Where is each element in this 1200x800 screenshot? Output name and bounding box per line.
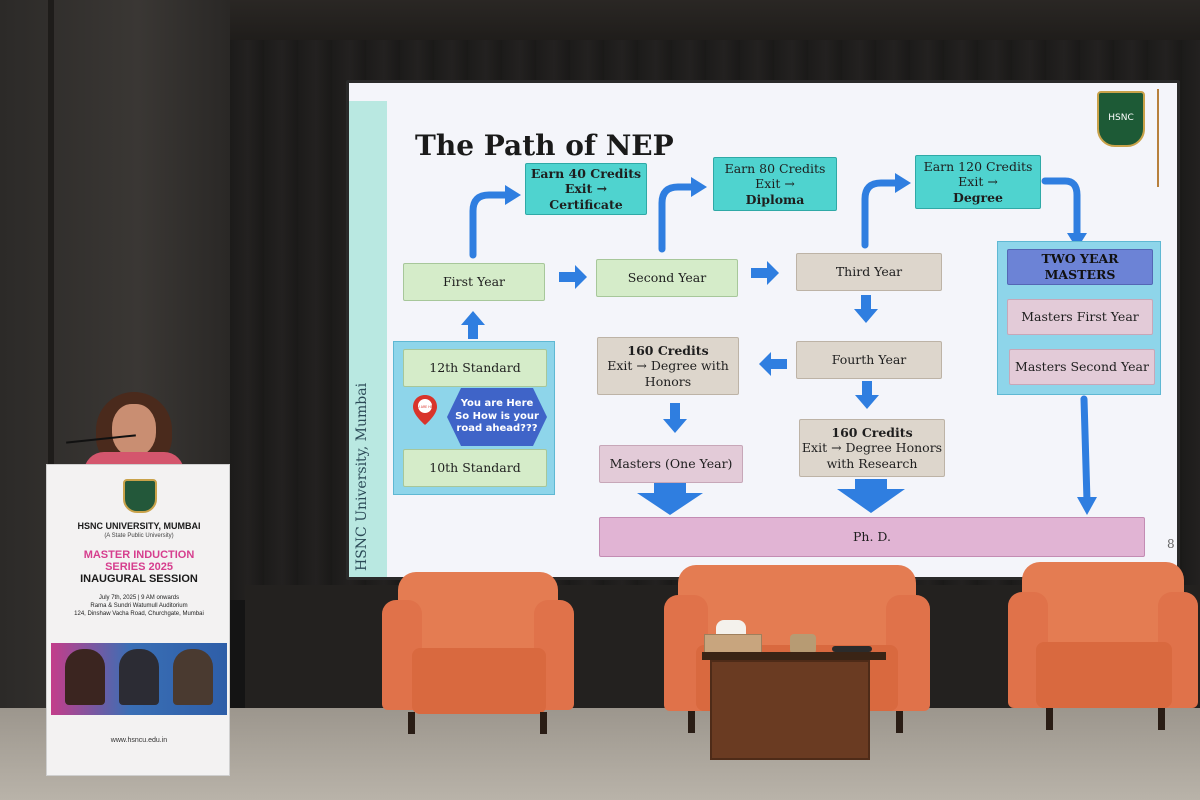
podium-banner: HSNC UNIVERSITY, MUMBAI (A State Public … [46,464,230,776]
arrow-honors-masters [663,403,687,433]
flow-arrows [461,173,1097,515]
speaker-face [112,404,156,456]
masters-second-year-box: Masters Second Year [1009,349,1155,385]
podium-date: July 7th, 2025 | 9 AM onwards [98,595,180,601]
chair-seat [412,648,546,714]
exit-degree-label: Degree [952,189,1004,205]
you-are-here-hexagon: You are Here So How is your road ahead??… [447,388,547,446]
exit-degree-exit: Exit → [958,174,998,190]
arrow-12th-first [461,311,485,339]
third-year-box: Third Year [796,253,942,291]
exit-certificate-label: Certificate [549,196,623,212]
podium-address: 124, Dinshaw Vacha Road, Churchgate, Mum… [74,610,204,617]
podium-event-details: July 7th, 2025 | 9 AM onwards Rama & Sun… [47,595,231,618]
exit-degree-credits: Earn 120 Credits [923,158,1033,174]
chair-leg [896,711,903,733]
tenth-standard-box: 10th Standard [403,449,547,487]
curve-arrow-1 [469,191,511,259]
decor-pot [790,634,816,654]
exit-certificate-box: Earn 40 Credits Exit → Certificate [525,163,647,215]
arrow-masters-phd-head [1077,497,1097,515]
exit-diploma-exit: Exit → [755,176,795,192]
twelfth-standard-box: 12th Standard [403,349,547,387]
side-table-top [702,652,886,660]
big-arrow-research-phd [837,479,905,513]
podium-photo-1 [65,649,105,705]
podium-url: www.hsncu.edu.in [110,737,168,744]
chair-leg [540,712,547,734]
arrow-second-third [751,261,779,285]
honors-label: Honors [644,373,692,389]
podium-photo-2 [119,649,159,705]
chair-back [1022,562,1184,644]
university-logo: HSNC [1097,91,1145,147]
wall-pillar [48,0,54,740]
curve-arrow-2 [658,183,697,253]
arrow-masters-phd [1080,395,1091,505]
honors-box: 160 Credits Exit → Degree with Honors [597,337,739,395]
podium-series-line2: SERIES 2025 [105,561,173,574]
logo-divider [1157,89,1159,187]
first-year-box: First Year [403,263,545,301]
honors-credits: 160 Credits [627,342,709,358]
chair-leg [1046,708,1053,730]
slide-page-number: 8 [1167,537,1175,551]
honors-exit: Exit → Degree with [607,358,729,374]
chair-seat [1036,642,1172,708]
curve-arrow-1-head [505,185,521,205]
curve-arrow-2-head [691,177,707,197]
podium-series-line1: MASTER INDUCTION [83,549,195,561]
podium-session: INAUGURAL SESSION [80,573,198,585]
podium-subtitle: (A State Public University) [104,533,174,539]
you-are-here-line1: You are Here [460,398,534,410]
arrow-first-second [559,265,587,289]
tissue-box [704,634,762,654]
exit-degree-box: Earn 120 Credits Exit → Degree [915,155,1041,209]
chair-leg [408,712,415,734]
pin-label: YOU ARE HERE [413,405,437,409]
curve-arrow-3-head [895,173,911,193]
slide-side-strip: HSNC University, Mumbai [349,101,387,577]
podium-logo [123,479,157,513]
side-table [710,660,870,760]
projection-screen: HSNC University, Mumbai The Path of NEP … [346,80,1180,580]
curve-arrow-masters [1041,177,1081,239]
honors-research-exit: Exit → Degree Honors [801,440,943,456]
exit-certificate-exit: Exit → [564,181,608,197]
big-arrow-masters-phd [637,483,703,515]
chair-back [398,572,558,652]
podium-series: MASTER INDUCTION SERIES 2025 [47,549,231,573]
table-tray [832,646,872,652]
slide-title: The Path of NEP [415,129,674,162]
masters-first-year-box: Masters First Year [1007,299,1153,335]
fourth-year-box: Fourth Year [796,341,942,379]
chair-leg [688,711,695,733]
podium-venue: Rama & Sundri Watumull Auditorium [90,602,188,609]
exit-certificate-credits: Earn 40 Credits [530,165,642,181]
second-year-box: Second Year [596,259,738,297]
arrow-fourth-research [855,381,879,409]
you-are-here-line2: So How is your [455,410,539,422]
exit-diploma-label: Diploma [745,191,805,207]
curve-arrow-3 [861,179,901,249]
phd-box: Ph. D. [599,517,1145,557]
masters-one-year-box: Masters (One Year) [599,445,743,483]
podium-university: HSNC UNIVERSITY, MUMBAI [77,521,201,531]
arrow-fourth-honors [759,352,787,376]
podium-photo-3 [173,649,213,705]
exit-diploma-credits: Earn 80 Credits [724,160,826,176]
arrow-third-fourth [854,295,878,323]
chair-leg [1158,708,1165,730]
tissue [716,620,746,636]
honors-research-label: with Research [826,455,918,471]
location-pin-icon: YOU ARE HERE [413,395,437,425]
honors-research-box: 160 Credits Exit → Degree Honors with Re… [799,419,945,477]
you-are-here-line3: road ahead??? [456,423,538,435]
exit-diploma-box: Earn 80 Credits Exit → Diploma [713,157,837,211]
two-year-masters-title: TWO YEAR MASTERS [1007,249,1153,285]
honors-research-credits: 160 Credits [831,424,913,440]
